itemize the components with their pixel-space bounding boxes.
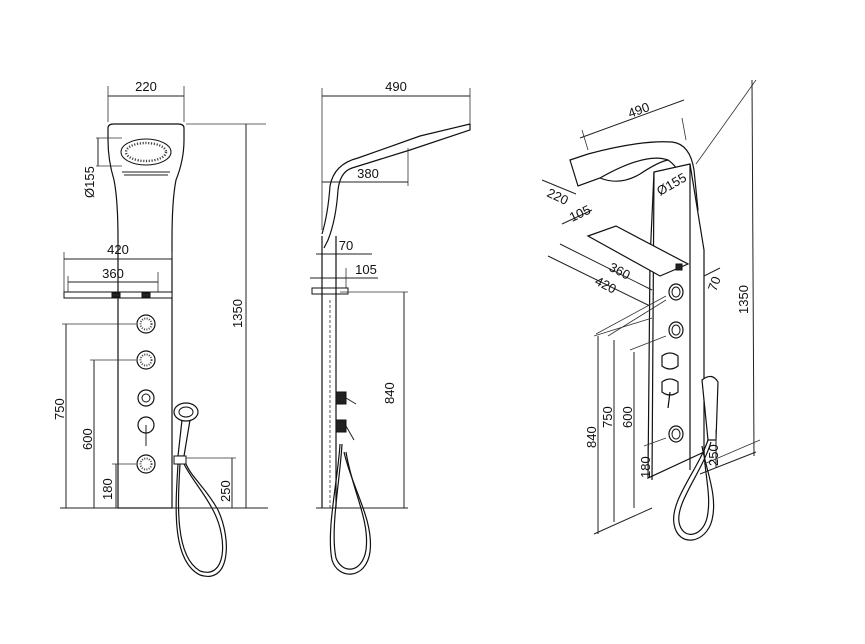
iso-dim-arm-length: 490 — [626, 99, 652, 121]
iso-hose — [673, 439, 715, 541]
iso-dim-jet-top: 750 — [600, 406, 615, 428]
side-mixer-lever — [335, 419, 347, 433]
side-shelf — [311, 287, 349, 295]
iso-dim-controls-height: 840 — [584, 426, 599, 448]
front-dim-jet-mid: 600 — [80, 428, 95, 450]
iso-floor-line-left — [593, 507, 653, 535]
front-dim-head-width: 220 — [135, 79, 157, 94]
front-dim-shelf-inner: 360 — [102, 266, 124, 281]
front-dim-total-height: 1350 — [230, 299, 245, 328]
iso-diverter-knob — [661, 352, 679, 370]
side-dim-arm-length: 490 — [385, 79, 407, 94]
shelf-clip-right — [141, 292, 151, 298]
side-dim-arm-inner: 380 — [357, 166, 379, 181]
iso-dim-hose-outlet: 250 — [706, 444, 721, 466]
iso-dim-total-height: 1350 — [736, 285, 751, 314]
hand-shower-handle — [177, 419, 191, 457]
iso-floor-line-right — [699, 451, 757, 475]
iso-jet-top-icon — [668, 283, 684, 301]
front-dim-jet-top: 750 — [52, 398, 67, 420]
rain-shower-nozzles — [124, 141, 168, 163]
hose-outlet — [173, 455, 187, 465]
shelf-clip-left — [111, 292, 121, 298]
iso-dim-offset: 70 — [705, 274, 724, 293]
side-arm — [321, 123, 471, 249]
front-hose — [175, 463, 227, 578]
front-dim-rain-diameter: Ø155 — [82, 166, 97, 198]
side-view: 490 380 70 105 840 — [310, 79, 471, 575]
side-dim-offset: 70 — [339, 238, 353, 253]
iso-mixer-lever — [661, 378, 679, 396]
iso-view: 490 220 Ø155 105 360 420 70 1350 840 750 — [541, 79, 761, 541]
front-dim-hose-outlet: 250 — [218, 480, 233, 502]
side-hose — [329, 443, 372, 575]
hand-shower-head-icon — [173, 402, 199, 422]
iso-shelf — [586, 225, 690, 277]
iso-dim-jet-low: 180 — [638, 456, 653, 478]
front-dim-jet-low: 180 — [100, 478, 115, 500]
iso-jet-low-icon — [668, 425, 684, 443]
front-dim-shelf-outer: 420 — [107, 242, 129, 257]
side-dim-controls-height: 840 — [382, 382, 397, 404]
iso-dim-jet-mid: 600 — [620, 406, 635, 428]
iso-dim-head-width: 220 — [545, 185, 571, 208]
side-diverter-knob — [335, 391, 347, 405]
rain-shower-head — [120, 138, 172, 166]
front-panel-outline — [107, 123, 185, 509]
diverter-knob-icon — [137, 389, 155, 407]
iso-jet-mid-icon — [668, 321, 684, 339]
iso-dim-shelf-depth: 105 — [567, 202, 593, 225]
side-dim-shelf-depth: 105 — [355, 262, 377, 277]
front-view: 220 Ø155 420 360 — [52, 79, 268, 578]
